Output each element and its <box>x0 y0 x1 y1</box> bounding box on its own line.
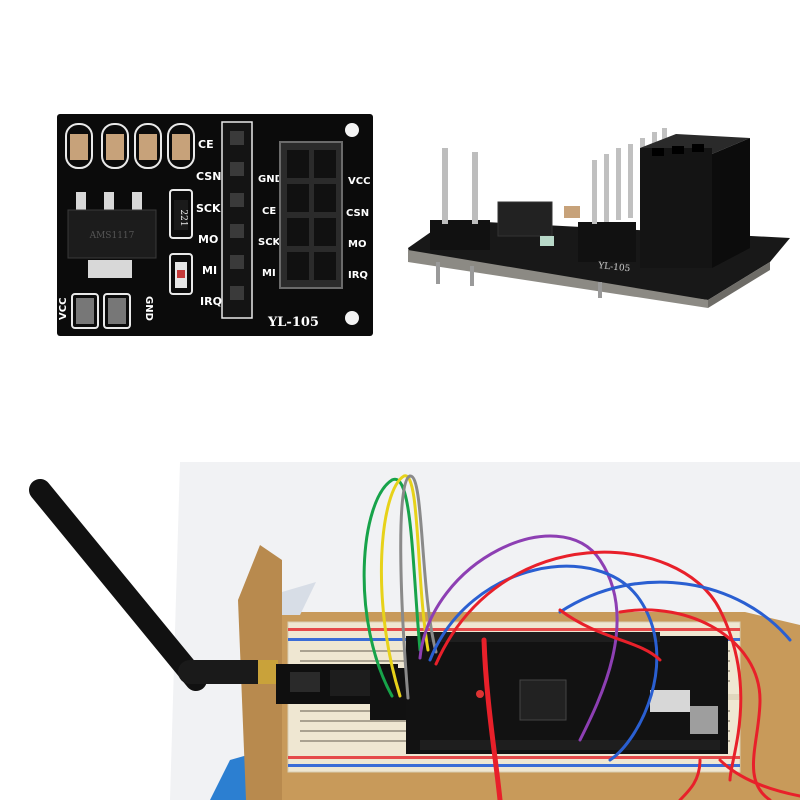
svg-text:CSN: CSN <box>346 208 369 219</box>
power-pads: VCC GND <box>58 293 154 329</box>
adapter-board-top-view: AMS1117 221 VCC GND CE CSN SCK <box>57 114 373 336</box>
mcu-chip <box>519 679 567 721</box>
antenna <box>29 479 278 691</box>
reset-button <box>476 690 484 698</box>
capacitor-row <box>65 123 195 169</box>
vcc-label: VCC <box>58 298 69 320</box>
socket-right-labels: VCC CSN MO IRQ <box>346 176 370 281</box>
model-label: YL-105 <box>267 315 319 330</box>
regulator <box>497 201 553 237</box>
svg-text:CE: CE <box>198 138 214 151</box>
resistor-label: 221 <box>178 209 188 226</box>
arduino-mega-board <box>406 632 728 754</box>
svg-text:SCK: SCK <box>258 237 282 248</box>
svg-text:IRQ: IRQ <box>348 270 368 281</box>
svg-text:MO: MO <box>198 233 218 246</box>
resistor: 221 <box>169 189 193 239</box>
svg-text:VCC: VCC <box>348 176 370 187</box>
jumper-wires <box>362 474 800 803</box>
socket-block <box>640 134 750 268</box>
pin-header-1x6 <box>221 121 253 319</box>
silk-label: YL-105 <box>597 261 631 274</box>
gnd-label: GND <box>143 296 154 321</box>
svg-text:CSN: CSN <box>196 170 221 183</box>
svg-text:IRQ: IRQ <box>200 295 222 308</box>
svg-text:MI: MI <box>262 268 276 279</box>
led <box>540 236 554 246</box>
capacitor <box>564 206 580 218</box>
svg-text:CE: CE <box>262 206 276 217</box>
mounting-hole <box>345 123 359 137</box>
svg-text:GND: GND <box>258 174 283 185</box>
voltage-regulator: AMS1117 <box>67 192 157 278</box>
chip-label: AMS1117 <box>89 231 135 241</box>
led <box>169 253 193 295</box>
usb-port <box>650 690 690 712</box>
svg-text:MO: MO <box>348 239 366 250</box>
pcb-edge <box>408 250 708 308</box>
socket-left-labels: GND CE SCK MI <box>258 174 283 279</box>
adapter-board-angled-view: YL-105 <box>408 128 790 308</box>
svg-text:MI: MI <box>202 264 217 277</box>
left-pin-labels: CE CSN SCK MO MI IRQ <box>196 138 222 308</box>
svg-text:SCK: SCK <box>196 202 221 215</box>
socket-2x4 <box>279 141 343 289</box>
mounting-hole <box>345 311 359 325</box>
power-header <box>430 148 490 250</box>
usb-connector <box>690 706 718 734</box>
wiring-photo <box>0 462 800 803</box>
